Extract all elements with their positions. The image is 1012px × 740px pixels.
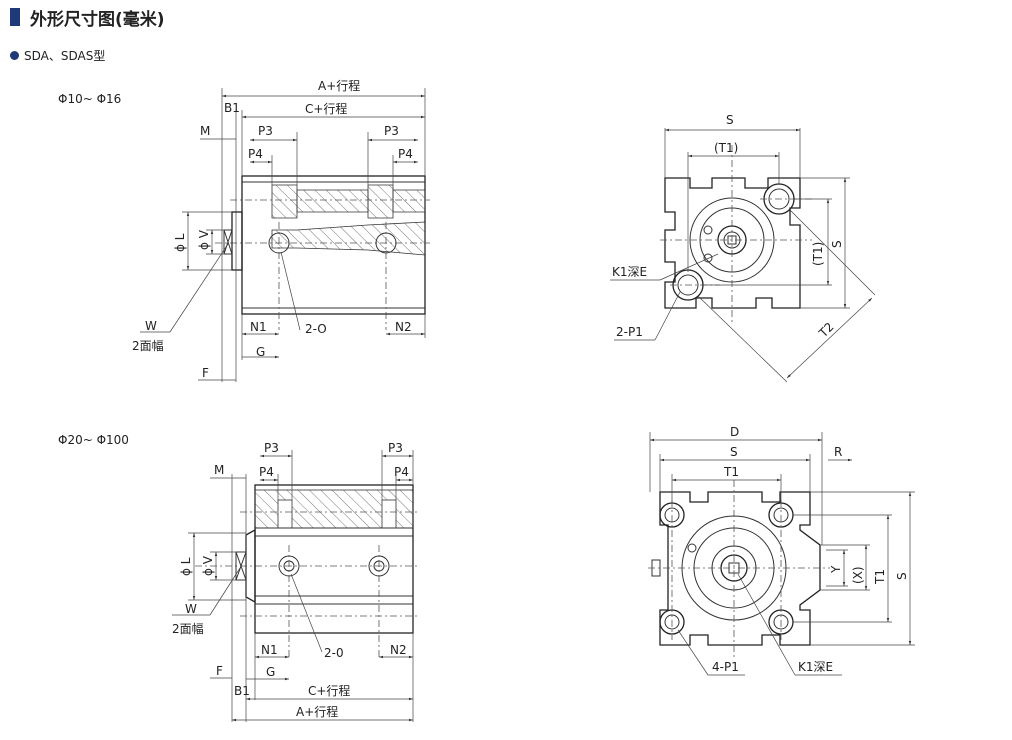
label-2-P1: 2-P1: [616, 325, 643, 339]
dim-P3-left: P3: [258, 124, 273, 138]
range-label-large: Φ20~ Φ100: [58, 433, 129, 447]
side-view-small: Φ10~ Φ16 A+行程 B1: [58, 78, 430, 382]
dim-M-large: M: [214, 463, 224, 477]
page-title: 外形尺寸图(毫米): [30, 9, 165, 30]
header-marker: [10, 8, 20, 26]
dim-phi-L: ϕ L: [173, 233, 187, 252]
dim-S-large: S: [730, 445, 738, 459]
dim-Y: Y: [829, 565, 843, 574]
dim-F-large: F: [216, 664, 223, 678]
series-label: SDA、SDAS型: [10, 47, 105, 64]
label-W-large: W: [185, 602, 197, 616]
label-W: W: [145, 319, 157, 333]
dim-A-large: A+行程: [296, 704, 338, 719]
dim-T2: T2: [816, 320, 837, 341]
side-view-large: Φ20~ Φ100 M P3 P3 P4: [58, 433, 420, 722]
label-4-P1: 4-P1: [712, 660, 739, 674]
dim-phi-L-large: ϕ L: [179, 557, 193, 576]
end-view-small: S (T1) (T1) S T2 K1深E 2-P1: [610, 113, 876, 383]
label-W-2faces-large: 2面幅: [172, 621, 204, 636]
dim-P4-left: P4: [248, 147, 263, 161]
dim-B1-large: B1: [234, 684, 250, 698]
label-K1: K1深E: [612, 265, 647, 279]
hatch-port-right: [367, 184, 394, 219]
section-header: 外形尺寸图(毫米): [10, 6, 165, 30]
dim-X: (X): [851, 566, 865, 584]
rod-flange: [231, 211, 243, 271]
end-plate-large-outline: [659, 491, 821, 646]
dim-C-large: C+行程: [308, 683, 350, 698]
dim-B1: B1: [224, 101, 240, 115]
dim-G-large: G: [266, 665, 275, 679]
bullet-dot-icon: [10, 51, 19, 60]
hatch-port-left: [271, 184, 298, 219]
dim-P3-large-left: P3: [264, 441, 279, 455]
dim-S: S: [726, 113, 734, 127]
dim-P4-right: P4: [398, 147, 413, 161]
dim-S-large-vertical: S: [895, 572, 909, 580]
dim-N1-large: N1: [261, 643, 278, 657]
hatch-bore: [271, 221, 426, 256]
dim-T1-paren: (T1): [714, 141, 738, 155]
label-2-0-large: 2-0: [324, 646, 344, 660]
dim-D: D: [730, 425, 739, 439]
dim-M: M: [200, 124, 210, 138]
dim-phi-V: ϕ V: [197, 229, 211, 250]
dim-T1-vertical: (T1): [811, 242, 825, 266]
label-K1-large: K1深E: [798, 660, 833, 674]
dim-N2-large: N2: [390, 643, 407, 657]
dim-T1-large: T1: [723, 465, 739, 479]
dim-F: F: [202, 366, 209, 380]
end-plate-outline: [664, 177, 801, 309]
dim-S-vertical: S: [830, 240, 844, 248]
dim-phi-V-large: ϕ V: [201, 555, 215, 576]
dim-C: C+行程: [305, 101, 347, 116]
series-label-text: SDA、SDAS型: [24, 49, 106, 63]
label-2-O: 2-O: [305, 322, 327, 336]
dim-A: A+行程: [318, 78, 360, 93]
dim-P4-large-left: P4: [259, 465, 274, 479]
dim-N1: N1: [250, 320, 267, 334]
range-label-small: Φ10~ Φ16: [58, 92, 121, 106]
dim-R: R: [834, 445, 842, 459]
dim-P3-large-right: P3: [388, 441, 403, 455]
dim-T1-large-vertical: T1: [873, 569, 887, 585]
label-W-2faces: 2面幅: [132, 338, 164, 353]
hatch-passage: [296, 189, 369, 213]
dim-N2: N2: [395, 320, 412, 334]
rod-end: [223, 229, 233, 255]
end-view-large: D S T1 R S T1 (X) Y 4-P1 K1深E: [648, 425, 915, 676]
dim-P3-right: P3: [384, 124, 399, 138]
dim-G: G: [256, 345, 265, 359]
dim-P4-large-right: P4: [394, 465, 409, 479]
